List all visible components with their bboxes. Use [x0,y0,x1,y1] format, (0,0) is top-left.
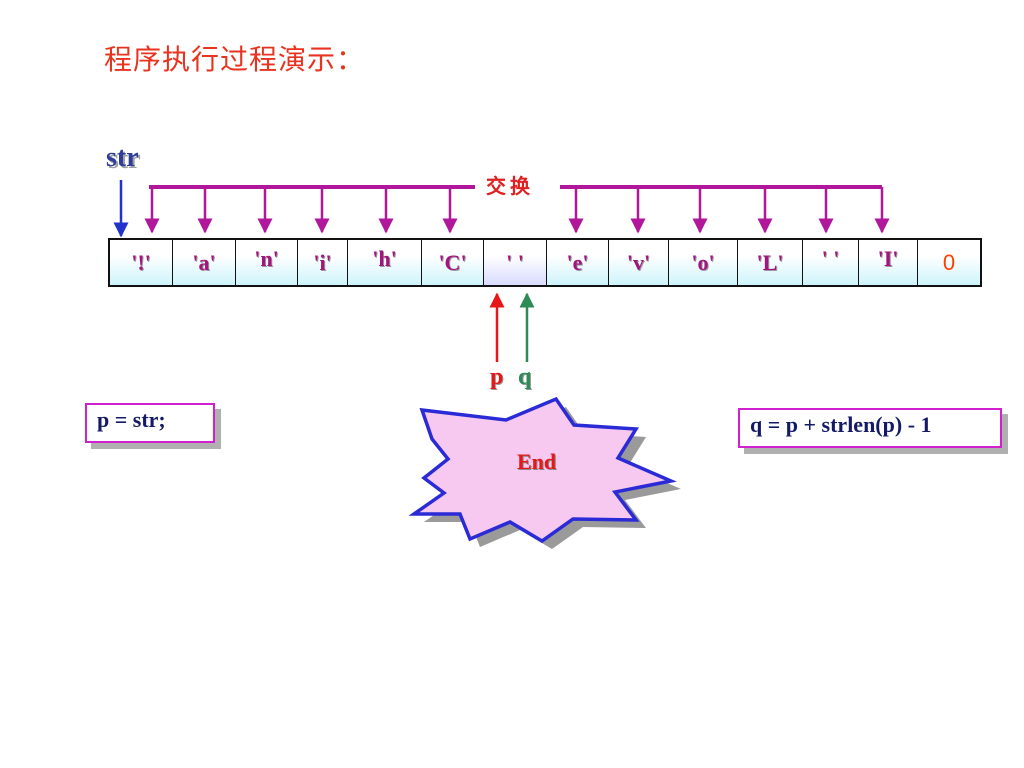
array-cell-terminator: 0 [942,250,956,275]
end-label: End [517,449,557,474]
array-cell: 'h' [348,240,422,285]
array-cell: 'o' [669,240,738,285]
array-cell: 'I' [859,240,918,285]
array-cell: 'i' [298,240,348,285]
array-cell: 'a' [173,240,236,285]
array-cell: 'C' [422,240,484,285]
array-cell: 'n' [236,240,298,285]
str-label: str [106,142,139,173]
array-cell: 'e' [547,240,609,285]
pointer-p-label: p [490,364,504,390]
code-text: p = str; [97,407,166,432]
char-array: '!' 'a' 'n' 'i' 'h' 'C' ' ' 'e' 'v' 'o' … [108,238,982,287]
code-box-p-assign: p = str; [85,403,215,443]
starburst-shape [408,396,677,544]
array-cell: 'L' [738,240,803,285]
slide-title: 程序执行过程演示： [104,43,366,76]
array-cell: ' ' [484,240,547,285]
array-cell: 'v' [609,240,669,285]
pointer-q-label: q [518,364,532,390]
array-cell: ' ' [803,240,859,285]
swap-label: 交换 [486,174,534,198]
code-box-q-assign: q = p + strlen(p) - 1 [738,408,1002,448]
array-cell: '!' [110,240,173,285]
swap-arrows [144,187,890,234]
code-text: q = p + strlen(p) - 1 [750,412,932,437]
